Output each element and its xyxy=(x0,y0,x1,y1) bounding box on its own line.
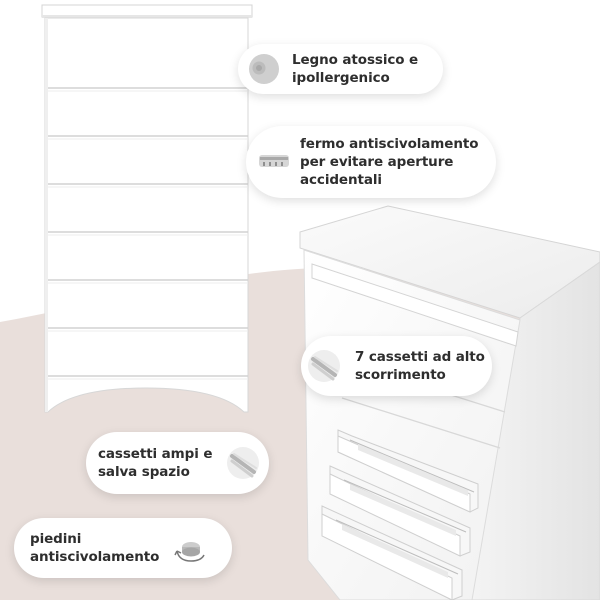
feature-badge-wood: Legno atossico e ipollergenico xyxy=(238,44,443,94)
wood-texture-icon xyxy=(249,54,279,84)
feature-badge-seven-drawers: 7 cassetti ad alto scorrimento xyxy=(301,336,492,396)
drawer-slide-icon xyxy=(308,350,340,382)
open-drawer-3 xyxy=(321,505,463,600)
feature-text-line: salva spazio xyxy=(98,464,190,480)
feature-text-line: fermo antiscivolamento xyxy=(300,136,479,152)
feature-text-line: scorrimento xyxy=(355,367,446,383)
feature-text-line: antiscivolamento xyxy=(30,549,160,565)
feature-text-line: accidentali xyxy=(300,172,382,188)
feature-text-line: Legno atossico e xyxy=(292,52,419,68)
angled-dresser xyxy=(299,205,600,600)
anti-slip-foot-icon xyxy=(174,542,205,562)
feature-text-line: per evitare aperture xyxy=(300,154,454,170)
feature-text-line: piedini xyxy=(30,531,82,547)
feature-badge-spacious-drawers: cassetti ampi e salva spazio xyxy=(86,432,269,494)
open-drawer-1 xyxy=(337,429,479,513)
front-dresser xyxy=(41,4,253,413)
feature-text-line: cassetti ampi e xyxy=(98,446,213,462)
feature-text-line: ipollergenico xyxy=(292,70,390,86)
feature-badge-drawer-stop: fermo antiscivolamento per evitare apert… xyxy=(246,126,496,198)
drawer-stop-icon xyxy=(259,155,289,167)
open-drawer-2 xyxy=(329,465,471,557)
drawer-slide-icon xyxy=(227,447,260,479)
feature-text-line: 7 cassetti ad alto xyxy=(355,349,485,365)
feature-badge-anti-slip-feet: piedini antiscivolamento xyxy=(14,518,232,578)
